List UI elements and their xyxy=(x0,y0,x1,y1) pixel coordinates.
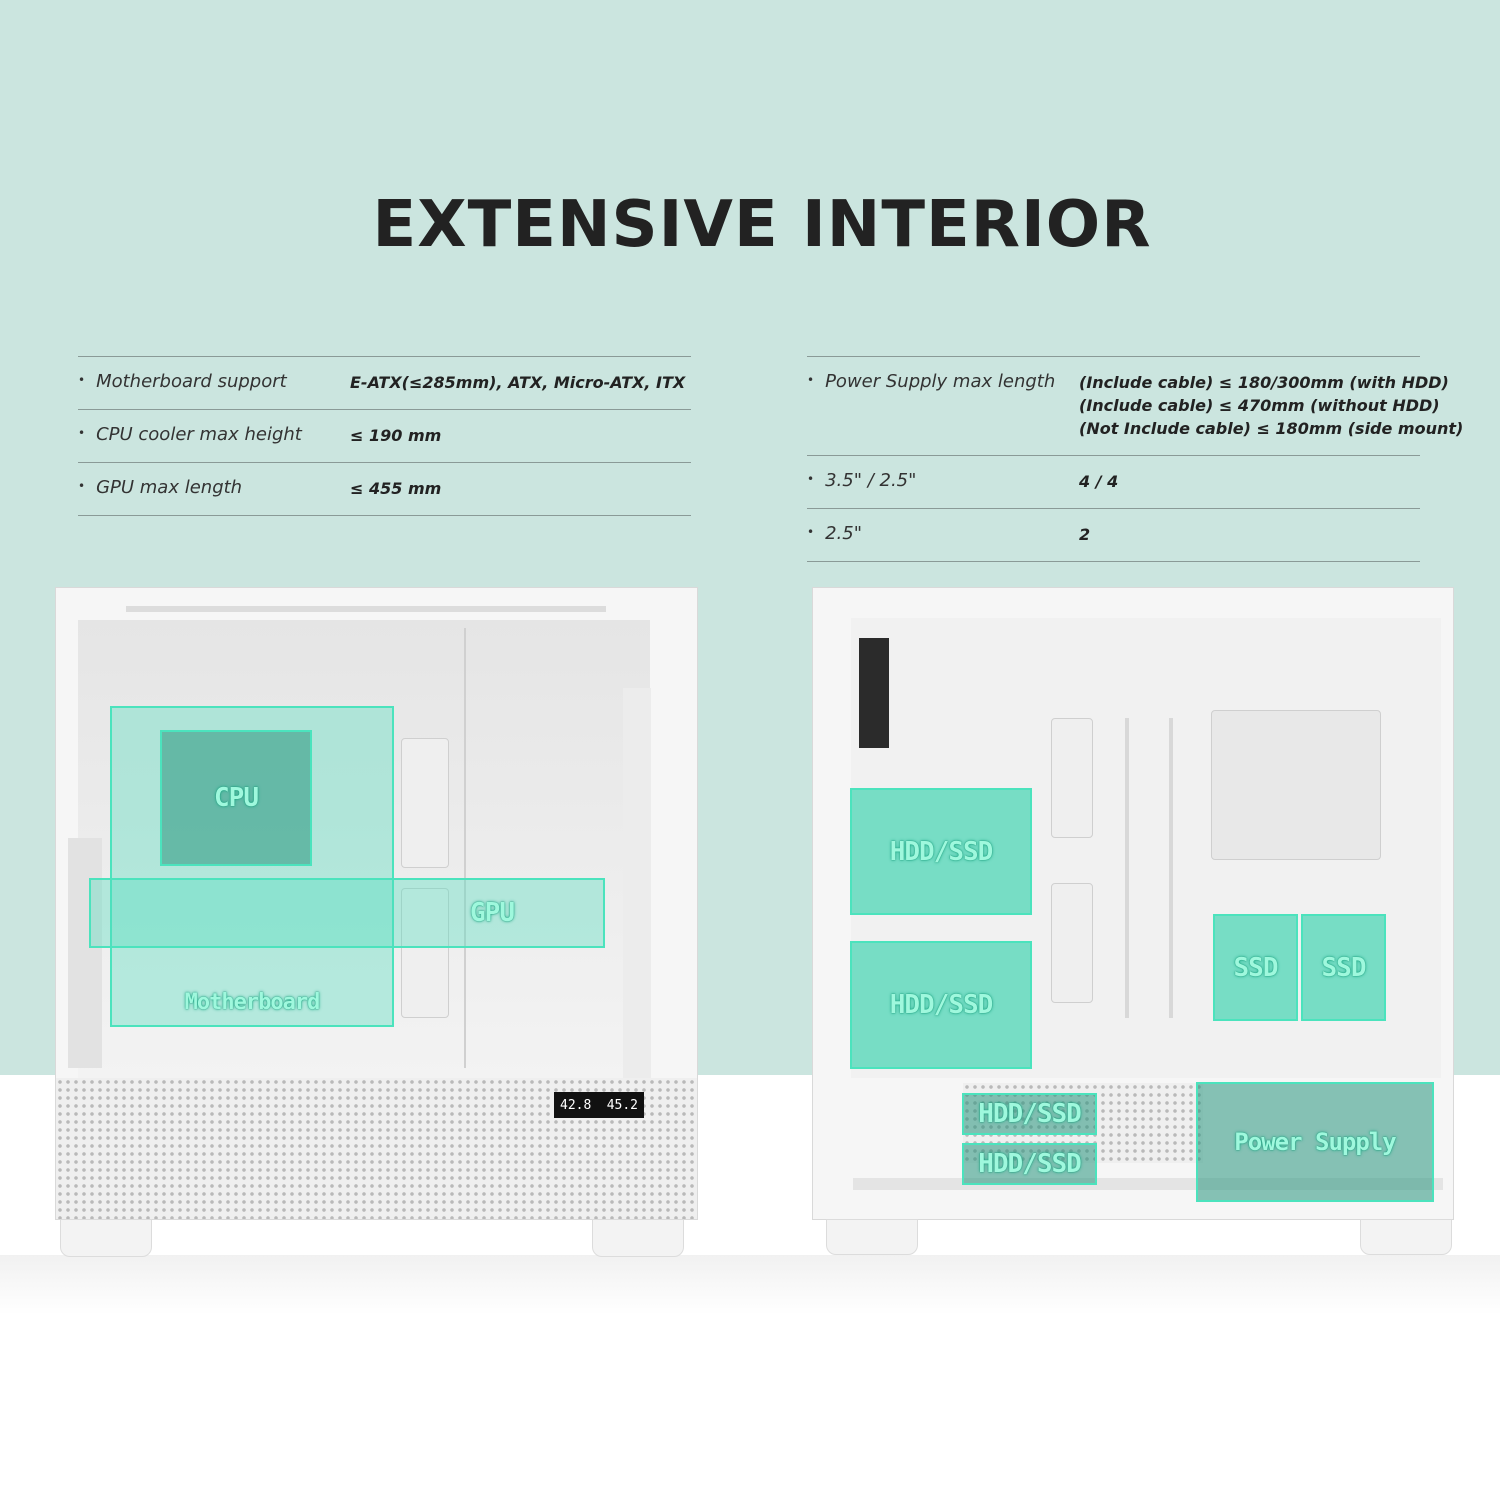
cable-grommet xyxy=(401,738,449,868)
power-supply-zone: Power Supply xyxy=(1196,1082,1434,1202)
spec-table-left: Motherboard support E-ATX(≤285mm), ATX, … xyxy=(78,356,691,516)
cpu-label: CPU xyxy=(214,783,259,813)
ssd-bay-1: SSD xyxy=(1213,914,1298,1021)
spec-label: Power Supply max length xyxy=(807,371,1055,392)
power-supply-label: Power Supply xyxy=(1234,1128,1396,1156)
cable-grommet xyxy=(401,888,449,1018)
temperature-display: 42.8 45.2 xyxy=(554,1092,644,1118)
floor-shadow xyxy=(0,1255,1500,1315)
spec-label: CPU cooler max height xyxy=(78,424,302,445)
hdd-ssd-bay-4: HDD/SSD xyxy=(962,1143,1097,1185)
drive-rail xyxy=(1125,718,1129,1018)
cpu-zone: CPU xyxy=(160,730,312,866)
hdd-ssd-label: HDD/SSD xyxy=(978,1149,1082,1179)
fan-hub xyxy=(859,638,889,748)
hdd-ssd-bay-2: HDD/SSD xyxy=(850,941,1032,1069)
cable-grommet xyxy=(1051,883,1093,1003)
spec-value-line: (Include cable) ≤ 180/300mm (with HDD) xyxy=(1079,373,1449,392)
ssd-label: SSD xyxy=(1321,952,1367,983)
spec-value: ≤ 455 mm xyxy=(350,479,442,498)
spec-value: E-ATX(≤285mm), ATX, Micro-ATX, ITX xyxy=(350,373,686,392)
spec-label: 2.5" xyxy=(807,523,862,544)
hdd-ssd-bay-3: HDD/SSD xyxy=(962,1093,1097,1135)
front-frame xyxy=(623,688,651,1078)
hdd-ssd-label: HDD/SSD xyxy=(889,836,994,867)
spec-row: GPU max length ≤ 455 mm xyxy=(78,463,691,516)
gpu-zone: GPU xyxy=(89,878,605,948)
interior-divider xyxy=(464,628,466,1068)
spec-value-line: (Include cable) ≤ 470mm (without HDD) xyxy=(1079,396,1440,415)
display-value-left: 42.8 xyxy=(560,1097,592,1113)
case-foot-left xyxy=(826,1219,918,1255)
psu-shroud-mesh xyxy=(56,1078,697,1219)
spec-row: Motherboard support E-ATX(≤285mm), ATX, … xyxy=(78,357,691,410)
hdd-ssd-bay-1: HDD/SSD xyxy=(850,788,1032,915)
spec-row: 2.5" 2 xyxy=(807,509,1420,562)
rear-bracket xyxy=(68,838,102,1068)
spec-row: 3.5" / 2.5" 4 / 4 xyxy=(807,456,1420,509)
case-foot-right xyxy=(592,1219,684,1257)
ssd-bay-2: SSD xyxy=(1301,914,1386,1021)
spec-value-multiline: (Include cable) ≤ 180/300mm (with HDD) (… xyxy=(1079,371,1463,440)
spec-value: 2 xyxy=(1079,525,1091,544)
case-foot-right xyxy=(1360,1219,1452,1255)
spec-label: Motherboard support xyxy=(78,371,287,392)
cable-grommet xyxy=(1051,718,1093,838)
drive-rail xyxy=(1169,718,1173,1018)
spec-label: 3.5" / 2.5" xyxy=(807,470,916,491)
spec-table-right: Power Supply max length (Include cable) … xyxy=(807,356,1463,562)
pc-case-front-view: 42.8 45.2 xyxy=(55,587,698,1220)
ssd-label: SSD xyxy=(1233,952,1279,983)
spec-value: 4 / 4 xyxy=(1079,472,1119,491)
display-value-right: 45.2 xyxy=(606,1097,638,1113)
hdd-ssd-label: HDD/SSD xyxy=(978,1099,1082,1129)
spec-value-line: (Not Include cable) ≤ 180mm (side mount) xyxy=(1079,419,1464,438)
spec-row: CPU cooler max height ≤ 190 mm xyxy=(78,410,691,463)
motherboard-label: Motherboard xyxy=(184,990,321,1015)
hdd-ssd-label: HDD/SSD xyxy=(889,990,994,1020)
gpu-label: GPU xyxy=(470,898,515,928)
case-foot-left xyxy=(60,1219,152,1257)
page-title: EXTENSIVE INTERIOR xyxy=(372,188,1152,262)
top-vent xyxy=(126,606,606,612)
spec-row: Power Supply max length (Include cable) … xyxy=(807,357,1463,456)
spec-label: GPU max length xyxy=(78,477,242,498)
spec-value: ≤ 190 mm xyxy=(350,426,442,445)
cpu-cutout xyxy=(1211,710,1381,860)
